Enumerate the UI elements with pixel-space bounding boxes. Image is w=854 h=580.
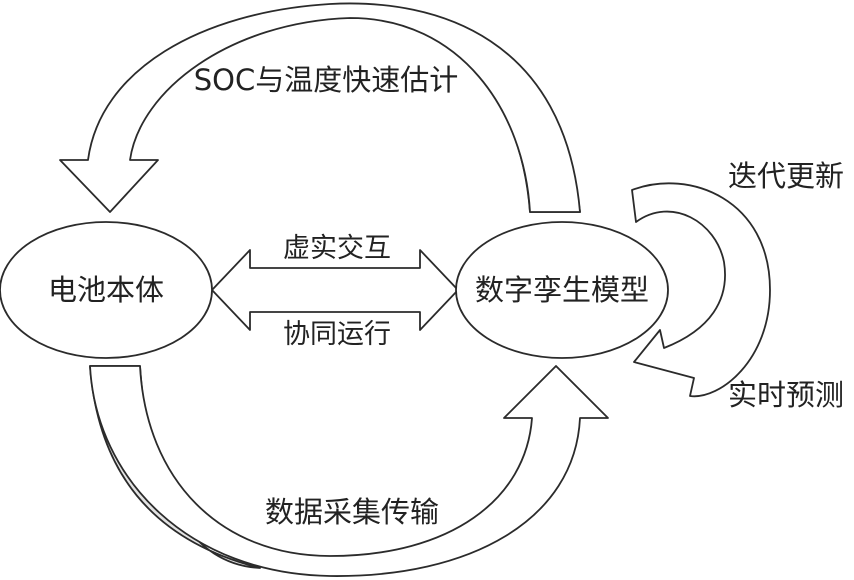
top-arrow-body xyxy=(59,2,581,213)
bottom-curved-arrow xyxy=(89,365,609,577)
top-arc-label: SOC与温度快速估计 xyxy=(194,63,458,97)
top-curved-arrow xyxy=(59,2,581,213)
self-loop-body xyxy=(631,182,771,398)
middle-bottom-label: 协同运行 xyxy=(283,319,391,350)
digital-twin-label: 数字孪生模型 xyxy=(475,273,649,307)
digital-twin-node: 数字孪生模型 xyxy=(455,221,669,359)
bottom-arrow-body xyxy=(89,365,609,577)
battery-ellipse xyxy=(0,221,213,359)
battery-node: 电池本体 xyxy=(0,221,213,359)
battery-label: 电池本体 xyxy=(48,273,164,307)
bottom-arc-label: 数据采集传输 xyxy=(265,495,439,529)
middle-top-label: 虚实交互 xyxy=(283,233,391,264)
self-loop-arrow xyxy=(631,182,771,398)
digital-twin-ellipse xyxy=(455,221,669,359)
self-loop-bottom-label: 实时预测 xyxy=(728,378,844,412)
self-loop-top-label: 迭代更新 xyxy=(728,159,844,193)
